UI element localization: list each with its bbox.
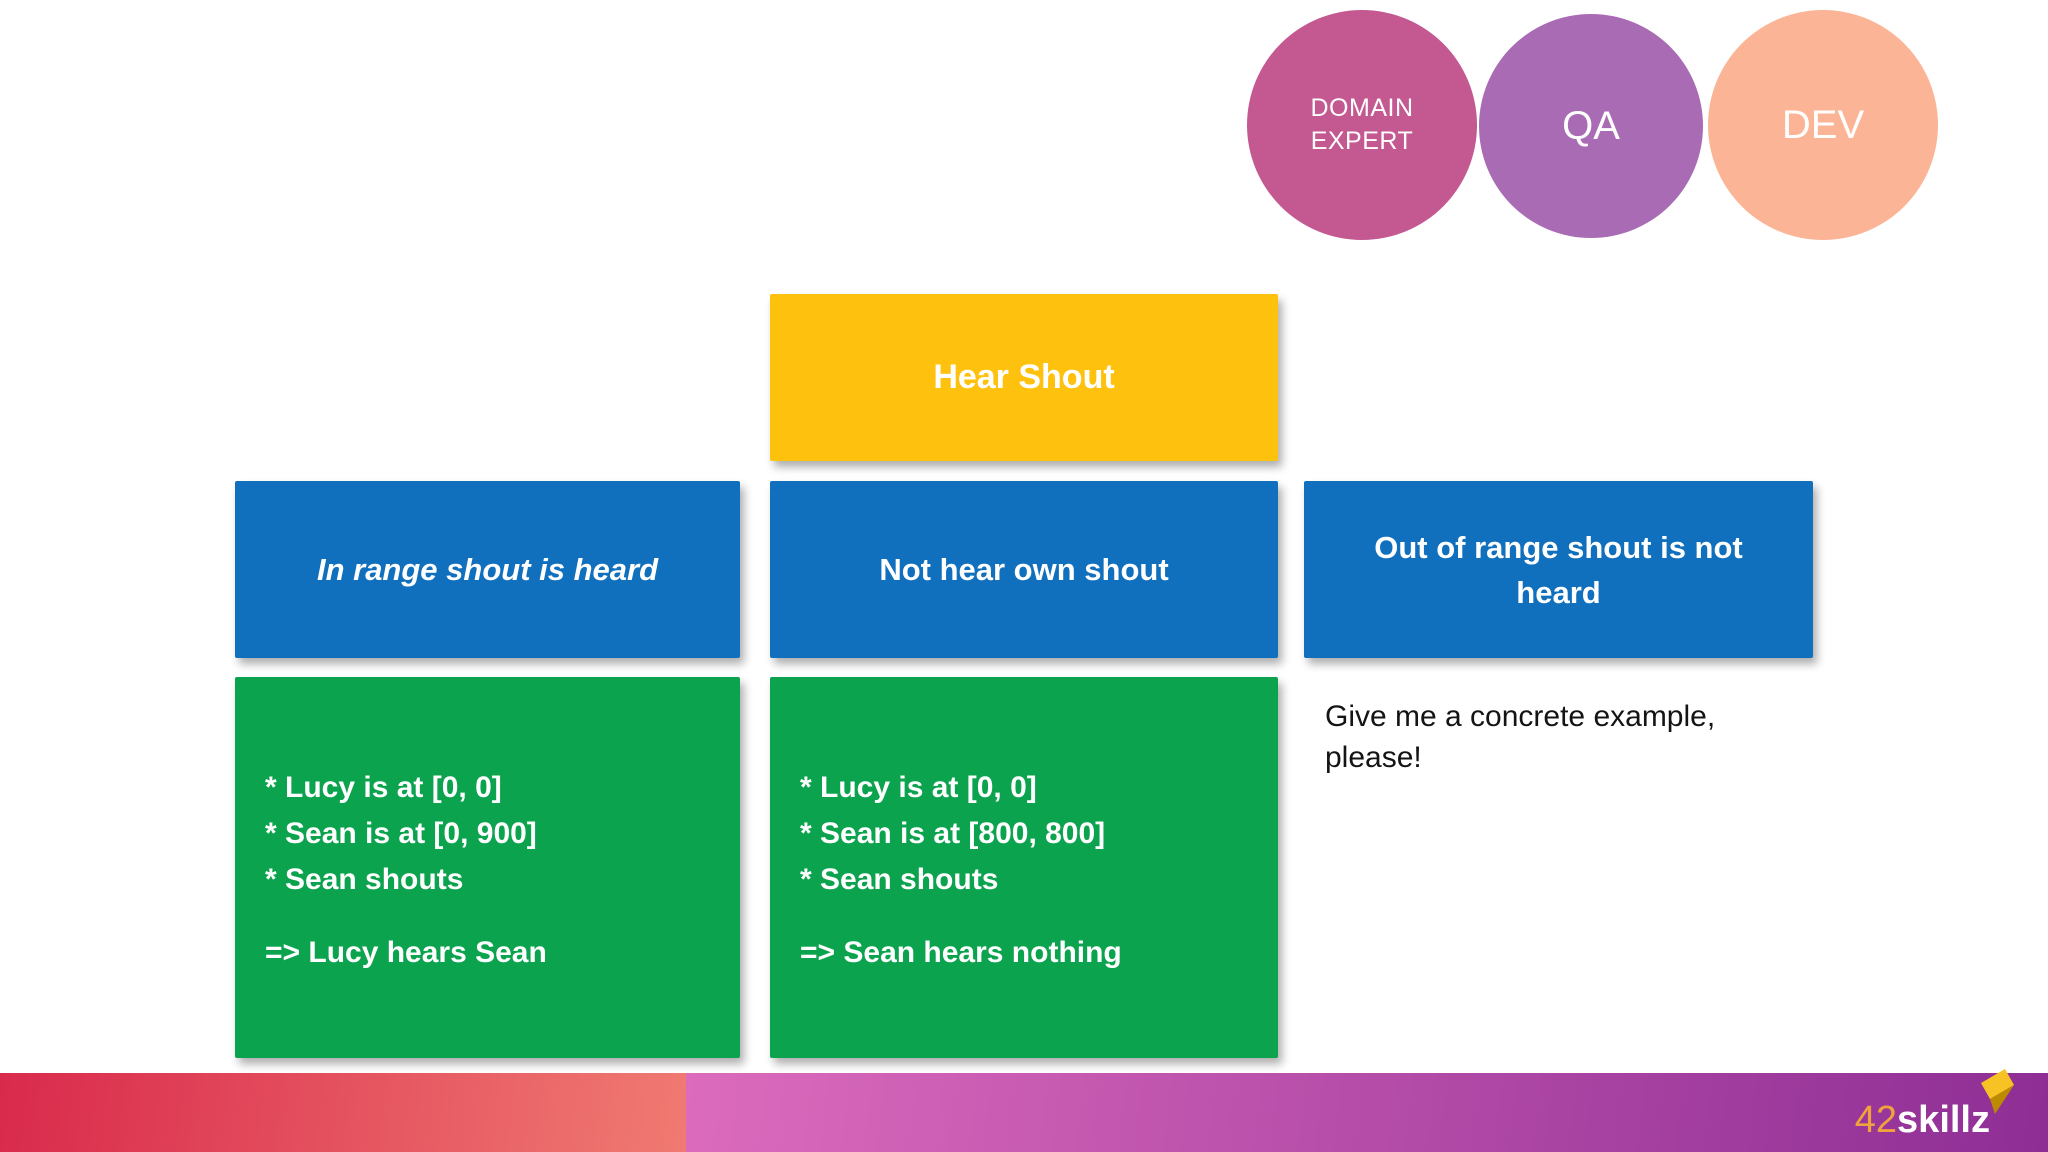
- rule-title: Not hear own shout: [879, 551, 1169, 587]
- note-line: please!: [1325, 741, 1422, 774]
- role-label: QA: [1562, 103, 1620, 148]
- feature-card: Hear Shout: [770, 294, 1278, 461]
- footer-gradient-right: [686, 1073, 2048, 1152]
- example-step: * Lucy is at [0, 0]: [800, 771, 1037, 804]
- example-result: => Lucy hears Sean: [265, 936, 547, 969]
- footer-gradient-left: [0, 1073, 686, 1152]
- brand-prefix: 42: [1854, 1099, 1898, 1141]
- example-result: => Sean hears nothing: [800, 936, 1122, 969]
- role-label: EXPERT: [1310, 127, 1414, 155]
- example-step: * Lucy is at [0, 0]: [265, 771, 502, 804]
- role-label: DEV: [1781, 102, 1865, 147]
- example-step: * Sean is at [800, 800]: [800, 817, 1106, 850]
- rule-title: Out of range shout is not heard: [1374, 529, 1743, 610]
- note-line: Give me a concrete example,: [1325, 700, 1716, 733]
- example-card-lucy-hears-sean: * Lucy is at [0, 0] * Sean is at [0, 900…: [235, 677, 740, 1058]
- role-circle-dev: DEV: [1708, 10, 1938, 240]
- note-text: Give me a concrete example, please!: [1325, 696, 1785, 778]
- role-circle-domain-expert: DOMAIN EXPERT: [1247, 10, 1477, 240]
- rule-card-not-hear-own: Not hear own shout: [770, 481, 1278, 658]
- example-step: * Sean shouts: [265, 863, 464, 896]
- brand-flag-icon: [1981, 1069, 2014, 1114]
- feature-title: Hear Shout: [933, 358, 1115, 396]
- role-label: DOMAIN: [1310, 94, 1414, 122]
- role-circle-qa: QA: [1479, 14, 1703, 238]
- rule-card-in-range: In range shout is heard: [235, 481, 740, 658]
- rule-title: In range shout is heard: [316, 551, 659, 587]
- example-card-sean-hears-nothing: * Lucy is at [0, 0] * Sean is at [800, 8…: [770, 677, 1278, 1058]
- example-step: * Sean is at [0, 900]: [265, 817, 537, 850]
- rule-card-out-of-range: Out of range shout is not heard: [1304, 481, 1813, 658]
- example-step: * Sean shouts: [800, 863, 999, 896]
- brand-suffix: skillz: [1897, 1099, 1990, 1141]
- brand-logo: 42skillz: [1855, 1101, 1990, 1139]
